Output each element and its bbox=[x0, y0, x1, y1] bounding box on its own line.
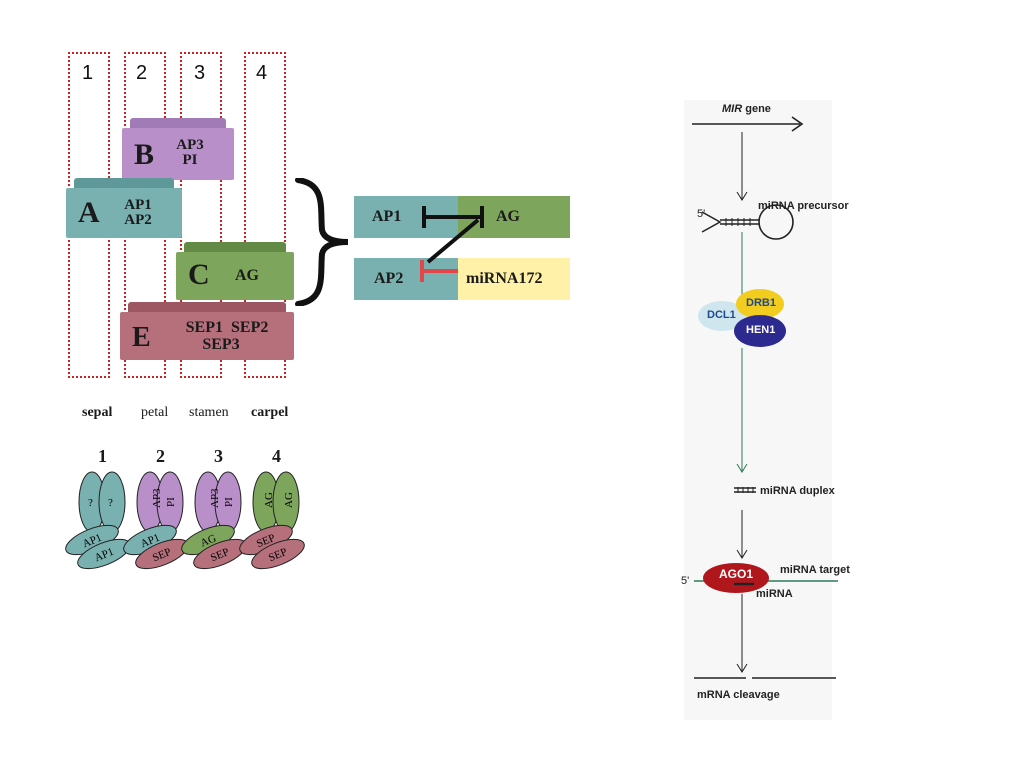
hen1-label: HEN1 bbox=[746, 324, 776, 336]
e-genes-line2: SEP3 bbox=[202, 336, 240, 353]
q4-top-left: AG bbox=[263, 492, 275, 508]
ago1-label: AGO1 bbox=[719, 567, 754, 581]
ap1-label: AP1 bbox=[372, 208, 402, 225]
a-genes-line1: AP1 bbox=[124, 197, 152, 213]
organ-stamen: stamen bbox=[189, 405, 229, 420]
b-genes-line1: AP3 bbox=[176, 137, 204, 153]
quartet-4: AG AG SEP SEP bbox=[239, 471, 305, 570]
organ-carpel: carpel bbox=[251, 405, 289, 420]
duplex-label: miRNA duplex bbox=[760, 485, 835, 497]
c-class-letter: C bbox=[188, 258, 210, 291]
q2-top-left: AP3 bbox=[151, 488, 163, 508]
cleavage-label: mRNA cleavage bbox=[697, 689, 780, 701]
e-class-letter: E bbox=[132, 322, 151, 353]
e-class-block: E SEP1 SEP2 SEP3 bbox=[120, 302, 294, 360]
mir-gene-rest: gene bbox=[742, 103, 771, 115]
q3-top-left: AP3 bbox=[209, 488, 221, 508]
whorl-4-box bbox=[244, 52, 286, 378]
b-genes-line2: PI bbox=[182, 152, 198, 168]
mirna-pathway-diagram bbox=[692, 116, 838, 679]
q4-top-right: AG bbox=[283, 492, 295, 508]
quartet-1: ? ? AP1 AP1 bbox=[65, 471, 131, 570]
q2-top-right: PI bbox=[165, 497, 177, 507]
whorl-4-number: 4 bbox=[256, 62, 268, 84]
mirna172-label: miRNA172 bbox=[466, 270, 543, 287]
drb1-label: DRB1 bbox=[746, 297, 776, 309]
organ-petal: petal bbox=[141, 405, 169, 420]
mirna-pathway-panel bbox=[684, 100, 832, 720]
interaction-arrows bbox=[420, 206, 484, 282]
mirna172-box bbox=[458, 258, 570, 300]
q3-top-right: PI bbox=[223, 497, 235, 507]
mir-gene-italic: MIR bbox=[722, 103, 743, 115]
q1-top-left: ? bbox=[88, 497, 93, 509]
dcl1-label: DCL1 bbox=[707, 309, 736, 321]
curly-brace bbox=[295, 178, 349, 306]
five-prime-precursor: 5' bbox=[697, 208, 706, 220]
five-prime-target: 5' bbox=[681, 575, 690, 587]
a-class-letter: A bbox=[78, 196, 100, 229]
e-genes-line1: SEP1 SEP2 bbox=[185, 319, 269, 336]
organ-number-3: 3 bbox=[214, 446, 223, 466]
precursor-label: miRNA precursor bbox=[758, 200, 849, 212]
organ-sepal: sepal bbox=[82, 405, 113, 420]
quartet-3: AP3 PI AG SEP bbox=[181, 471, 247, 570]
whorl-1-number: 1 bbox=[82, 62, 94, 84]
q3-bottom-left: AG bbox=[199, 532, 218, 549]
whorl-3-number: 3 bbox=[194, 62, 206, 84]
ap2-box bbox=[354, 258, 458, 300]
mir-gene-label: MIR gene bbox=[722, 103, 771, 115]
organ-number-1: 1 bbox=[98, 446, 107, 466]
organ-number-4: 4 bbox=[272, 446, 281, 466]
protein-quartets: ? ? AP1 AP1 AP3 PI AP1 SEP AP3 PI AG SEP… bbox=[65, 471, 305, 570]
b-class-letter: B bbox=[134, 138, 155, 171]
b-class-block: B AP3 PI bbox=[122, 118, 234, 180]
c-genes: AG bbox=[235, 267, 259, 284]
ag-label: AG bbox=[496, 208, 520, 225]
c-class-block: C AG bbox=[176, 242, 294, 300]
quartet-2: AP3 PI AP1 SEP bbox=[123, 471, 189, 570]
mirna-label: miRNA bbox=[756, 588, 793, 600]
organ-number-2: 2 bbox=[156, 446, 165, 466]
q1-top-right: ? bbox=[108, 497, 113, 509]
mirna-target-label: miRNA target bbox=[780, 564, 850, 576]
a-genes-line2: AP2 bbox=[124, 212, 152, 228]
ap2-label: AP2 bbox=[374, 270, 404, 287]
whorl-2-number: 2 bbox=[136, 62, 148, 84]
a-class-block: A AP1 AP2 bbox=[66, 178, 182, 238]
